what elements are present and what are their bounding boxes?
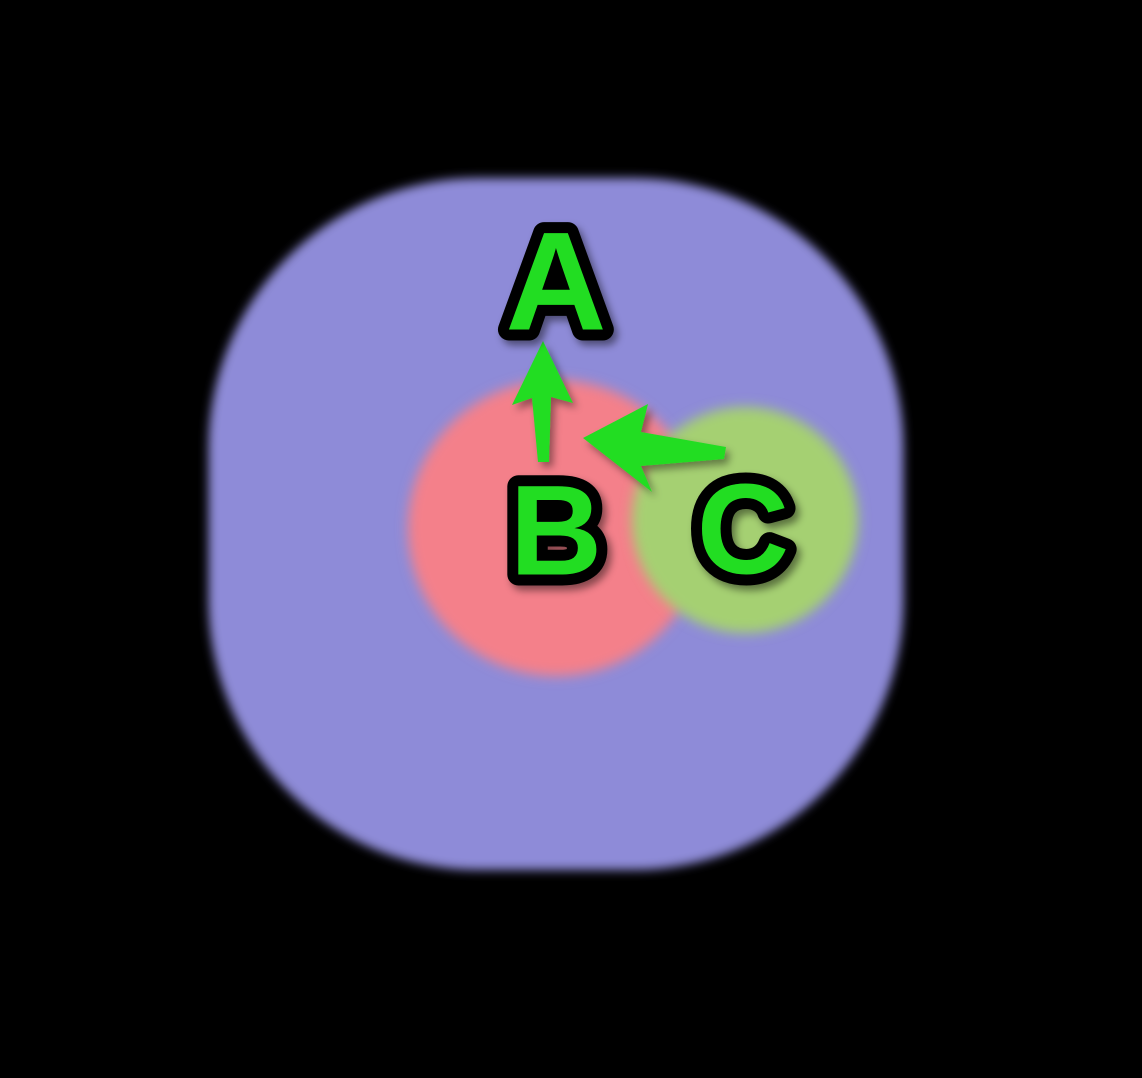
arrow-b-to-a[interactable] <box>512 341 573 462</box>
region-c-label-outline: C <box>697 459 789 602</box>
region-c-shape[interactable] <box>632 407 858 633</box>
region-a-label: A <box>505 203 606 360</box>
region-b-label: B <box>510 460 602 603</box>
region-a-label-group: A A <box>494 192 617 371</box>
region-a-label-outline: A <box>505 203 606 360</box>
region-c-group[interactable] <box>632 407 858 633</box>
region-b-label-group: B B <box>499 449 613 614</box>
arrow-b-to-a-shape[interactable] <box>512 341 573 462</box>
region-c-label-group: C C <box>686 448 800 613</box>
region-b-label-outline: B <box>510 460 602 603</box>
arrow-c-to-b[interactable] <box>583 404 726 492</box>
arrow-c-to-b-shape[interactable] <box>583 404 726 492</box>
region-c-label: C <box>697 459 789 602</box>
